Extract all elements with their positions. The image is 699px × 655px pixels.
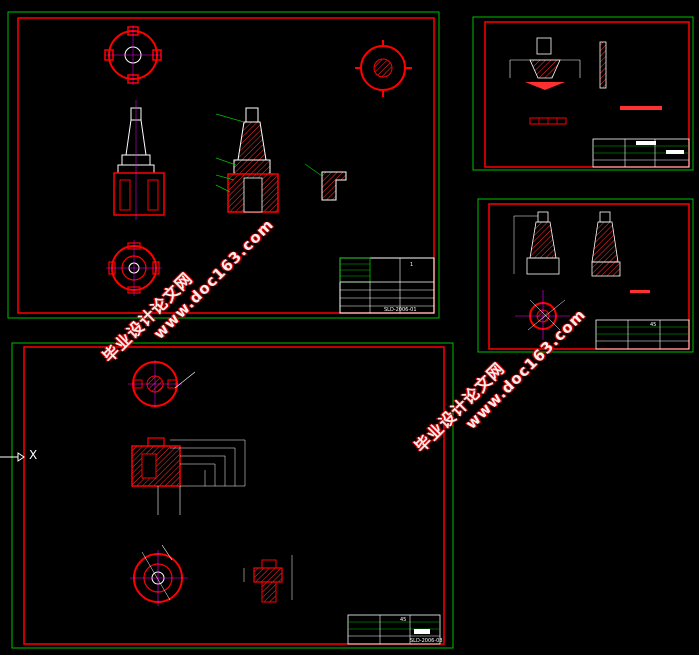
part-top-view <box>104 25 162 85</box>
title-block-2 <box>592 138 690 168</box>
sheet-4-top-view <box>128 360 196 408</box>
ucs-arrow-icon <box>0 452 25 462</box>
sheet-4-detail-view <box>243 555 293 603</box>
title-block-1-code: SLD-2006-01 <box>384 307 417 313</box>
title-block-3: 45 <box>595 319 690 350</box>
title-block-1-number: 1 <box>410 262 413 268</box>
sheet-3-view <box>513 211 650 340</box>
detail-view <box>304 163 347 201</box>
holder-section-view <box>215 107 279 213</box>
sheet-4: SLD-2006-03 45 <box>11 342 454 649</box>
title-block-4-code: SLD-2006-03 <box>410 638 443 644</box>
title-block-3-number: 45 <box>650 322 656 328</box>
ucs-axis-label: X <box>29 448 38 462</box>
holder-front-view <box>113 100 165 220</box>
sheet-2 <box>472 16 694 171</box>
holder-bottom-view <box>106 240 162 296</box>
ring-view <box>355 40 412 97</box>
sheet-2-view <box>509 37 662 125</box>
sheet-3: 45 <box>477 198 694 353</box>
sheet-4-circle-view <box>130 544 188 606</box>
title-block-1: SLD-2006-01 1 <box>339 257 435 314</box>
title-block-4: SLD-2006-03 45 <box>347 614 443 645</box>
sheet-1: SLD-2006-01 1 <box>7 11 440 319</box>
sheet-4-section-view <box>131 437 246 515</box>
title-block-4-number: 45 <box>400 617 406 623</box>
